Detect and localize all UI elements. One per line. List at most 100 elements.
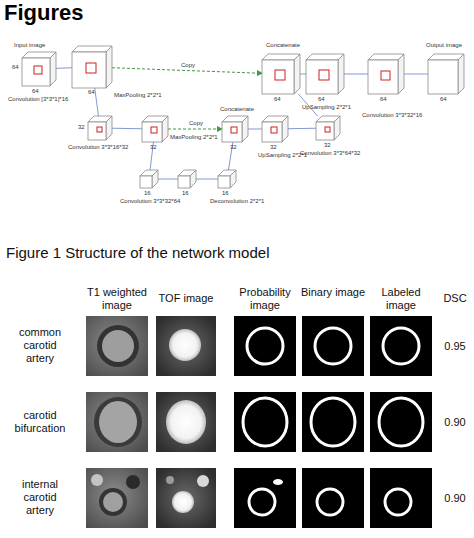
block-label: Convolution 3*3*16*32: [68, 144, 128, 151]
feature-map-block: 64UpSampling 2*2*1: [306, 54, 344, 94]
feature-map-block: 32UpSampling 2*2*1: [262, 116, 288, 142]
feature-map-block: 32Concatenate: [222, 116, 248, 142]
cube-outline: [140, 170, 158, 188]
feature-map-block: 32Convolution 3*3*64*32: [316, 116, 340, 140]
cube-side: [230, 170, 236, 188]
cube-front: [262, 122, 282, 142]
cube-outline: [22, 52, 56, 86]
block-label: Concatenate: [220, 106, 254, 113]
cube-front: [22, 58, 50, 86]
cube-front: [140, 176, 152, 188]
block-label: 16: [144, 190, 151, 197]
block-label: 32: [270, 144, 277, 151]
block-label: 32: [324, 142, 331, 149]
kernel-square: [325, 127, 330, 132]
block-label: 64: [32, 88, 39, 95]
cube-side: [398, 54, 404, 94]
block-label: Convolution 3*3*64*32: [300, 150, 360, 157]
column-header: Probability image: [232, 286, 298, 312]
cube-front: [316, 122, 334, 140]
flow-connector: [158, 179, 178, 180]
feature-map-block: Output image64: [428, 54, 464, 94]
kernel-square: [86, 63, 96, 73]
cube-side: [50, 52, 56, 86]
row-label: internal carotid artery: [8, 478, 72, 517]
dsc-value: 0.95: [436, 340, 474, 353]
cube-outline: [88, 116, 112, 140]
copy-connector: [112, 68, 262, 74]
block-label: Deconvolution 2*2*1: [210, 198, 264, 205]
cube-outline: [262, 54, 300, 94]
cube-side: [152, 170, 158, 188]
dsc-value: 0.90: [436, 416, 474, 429]
block-label: 64: [318, 96, 325, 103]
block-label: MaxPooling 2*2*1: [170, 134, 218, 141]
cube-side: [334, 116, 340, 140]
cube-side: [190, 170, 196, 188]
block-label: 64: [440, 96, 447, 103]
cube-top: [306, 54, 344, 60]
cube-outline: [142, 116, 168, 142]
edge-label: Copy: [181, 62, 195, 69]
block-label: Input image: [14, 42, 45, 49]
block-label: Concatenate: [266, 42, 300, 49]
cube-outline: [306, 54, 344, 94]
block-label: Convolution [3*3*1]*16: [8, 96, 68, 103]
cube-front: [222, 122, 242, 142]
feature-map-block: 16Deconvolution 2*2*1: [218, 170, 236, 188]
cube-side: [106, 46, 112, 88]
kernel-square: [275, 70, 285, 80]
block-label: Convolution 3*3*32*64: [120, 198, 180, 205]
feature-map-block: 32MaxPooling 2*2*1: [142, 116, 168, 142]
kernel-square: [34, 66, 42, 74]
cube-outline: [178, 170, 196, 188]
flow-connector: [112, 128, 142, 130]
cube-side: [458, 54, 464, 94]
cube-top: [72, 46, 112, 52]
kernel-square: [151, 127, 157, 133]
cube-front: [218, 176, 230, 188]
dsc-value: 0.90: [436, 492, 474, 505]
cube-outline: [72, 46, 112, 88]
flow-connector: [248, 129, 262, 130]
cube-side: [106, 116, 112, 140]
block-label: 64: [380, 96, 387, 103]
feature-map-block: 32Convolution 3*3*16*32: [88, 116, 112, 140]
feature-map-block: Input image6464Convolution [3*3*1]*16: [22, 52, 56, 86]
cube-front: [262, 60, 294, 94]
feature-map-block: 16Convolution 3*3*32*64: [140, 170, 158, 188]
block-label: Convolution 3*3*32*16: [362, 112, 422, 119]
block-label: 16: [222, 190, 229, 197]
block-label: Output image: [426, 42, 462, 49]
row-images: [86, 392, 432, 452]
cube-outline: [222, 116, 248, 142]
row-images: [86, 316, 432, 376]
flow-connector: [95, 88, 99, 116]
kernel-square: [231, 127, 237, 133]
cube-side: [242, 116, 248, 142]
cube-front: [88, 122, 106, 140]
copy-connector: [168, 129, 222, 130]
kernel-square: [319, 70, 329, 80]
cube-outline: [428, 54, 464, 94]
figure-heading: Figures: [4, 0, 83, 26]
kernel-square: [97, 127, 102, 132]
block-label: 32: [150, 144, 157, 151]
cube-outline: [368, 54, 404, 94]
cube-front: [306, 60, 338, 94]
block-label: 32: [78, 124, 85, 131]
cube-outline: [262, 116, 288, 142]
block-label: 64: [88, 89, 95, 96]
column-header: T1 weighted image: [84, 286, 150, 312]
column-header: Binary image: [300, 286, 366, 299]
cube-side: [294, 54, 300, 94]
feature-map-block: 64MaxPooling 2*2*1: [72, 46, 112, 88]
block-label: 16: [182, 190, 189, 197]
cube-front: [428, 60, 458, 94]
block-label: MaxPooling 2*2*1: [114, 92, 162, 99]
column-header: Labeled image: [368, 286, 434, 312]
row-images: [86, 468, 432, 528]
flow-connector: [300, 74, 306, 75]
cube-side: [282, 116, 288, 142]
